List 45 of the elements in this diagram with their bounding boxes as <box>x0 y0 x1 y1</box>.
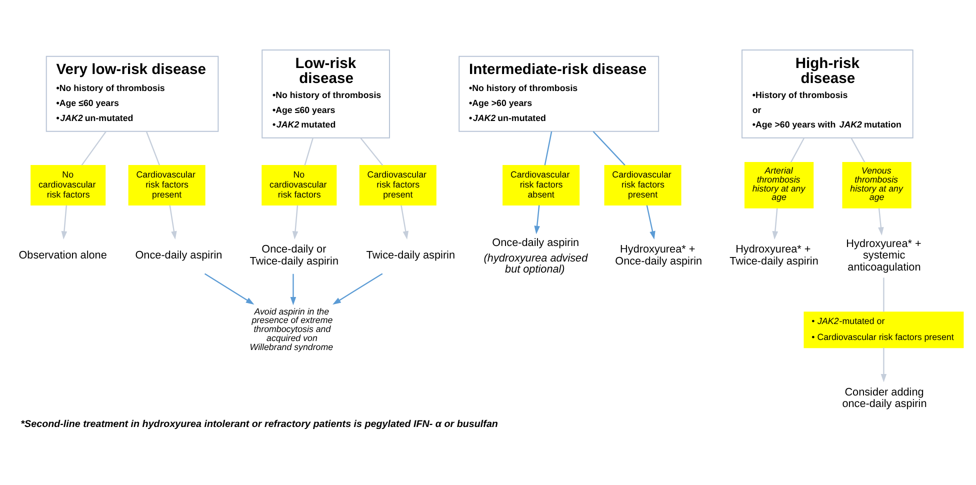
node-box: Arterial thrombosis history at any age <box>744 162 814 208</box>
arrow <box>772 208 778 240</box>
node-box: Cardiovascular risk factors present <box>359 164 436 206</box>
node-box: Very low-risk disease •No history of thrombosis •Age ≤60 years •JAK2 un-mutated <box>46 56 219 132</box>
node-text: Once-daily aspirin <box>135 250 222 262</box>
arrow <box>400 205 409 240</box>
node-text: Hydroxyurea* + systemic anticoagulation <box>846 238 922 274</box>
caption: *Second-line treatment in hydroxyurea intolerant or refractory patients is pegylated IFN- α or busulfan <box>20 419 498 430</box>
connector <box>81 131 106 166</box>
node-box: • JAK2-mutated or • Cardiovascular risk factors present <box>804 312 964 348</box>
node-box: Cardiovascular risk factors absent <box>502 164 580 206</box>
node-text: Consider adding once-daily aspirin <box>842 386 927 410</box>
node-box: Intermediate-risk disease •No history of thrombosis •Age >60 years •JAK2 un-mutated <box>458 56 660 132</box>
arrow <box>878 208 884 236</box>
arrow <box>332 273 383 305</box>
node-box: No cardiovascular risk factors <box>262 164 337 206</box>
node-text: Once-daily aspirin (hydroxyurea advised but optional) <box>484 236 588 276</box>
arrow <box>534 205 540 234</box>
node-text: Observation alone <box>18 250 107 262</box>
node-box: Cardiovascular risk factors present <box>128 164 206 206</box>
arrow <box>61 205 68 240</box>
node-text: Once-daily or Twice-daily aspirin <box>250 244 338 268</box>
connector <box>146 131 160 166</box>
node-text: Twice-daily aspirin <box>366 250 456 262</box>
node-text: Hydroxyurea* + Once-daily aspirin <box>615 244 702 268</box>
connector <box>850 138 866 162</box>
node-box: Low-risk disease •No history of thrombosis •Age ≤60 years •JAK2 mutated <box>262 49 390 138</box>
connector <box>592 131 626 166</box>
node-box: High-risk disease •History of thrombosis or •Age >60 years with JAK2 mutation <box>742 49 914 138</box>
arrow <box>292 205 298 240</box>
arrow <box>290 274 296 306</box>
node-text: Hydroxyurea* + Twice-daily aspirin <box>730 244 818 268</box>
node-box: Venous thrombosis history at any age <box>842 162 912 208</box>
arrow <box>169 205 177 240</box>
connector <box>883 278 884 312</box>
node-box: Cardiovascular risk factors present <box>604 164 682 206</box>
connector <box>304 138 314 166</box>
node-text: Avoid aspirin in the presence of extreme thrombocytosis and acquired von Willebrand syndrome <box>250 306 334 352</box>
arrow <box>204 273 254 305</box>
arrow <box>880 348 887 382</box>
connector <box>360 138 384 166</box>
connector <box>544 131 552 166</box>
connector <box>790 138 805 162</box>
arrow <box>646 205 656 240</box>
node-box: No cardiovascular risk factors <box>30 164 106 206</box>
